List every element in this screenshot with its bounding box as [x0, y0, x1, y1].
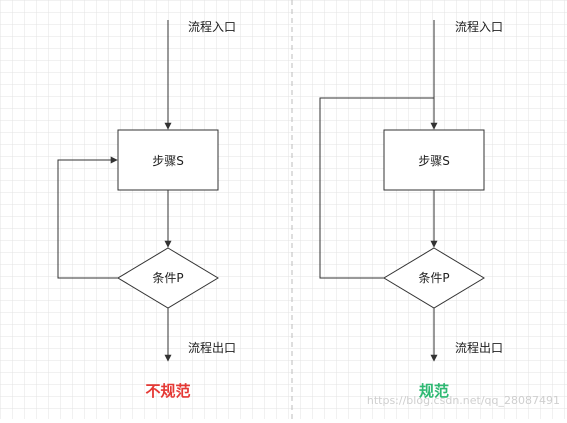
right-step-label: 步骤S	[418, 154, 450, 168]
right-loop-back-arrow	[319, 97, 434, 279]
left-entry-label: 流程入口	[188, 19, 236, 34]
watermark-text: https://blog.csdn.net/qq_28087491	[367, 394, 560, 407]
right-condition-label: 条件P	[418, 271, 449, 285]
left-condition-label: 条件P	[152, 271, 183, 285]
left-loop-back-arrow	[57, 156, 118, 279]
right-entry-label: 流程入口	[455, 19, 503, 34]
right-flowchart: 流程入口 步骤S 条件P 流程出口 规范	[319, 19, 503, 400]
right-exit-label: 流程出口	[455, 340, 503, 355]
left-step-box	[117, 129, 219, 191]
left-exit-label: 流程出口	[188, 340, 236, 355]
left-verdict: 不规范	[145, 382, 190, 400]
right-verdict: 规范	[419, 382, 449, 400]
right-step-box	[383, 129, 485, 191]
left-step-label: 步骤S	[152, 154, 184, 168]
left-flowchart: 流程入口 步骤S 条件P 流程出口 不规范	[57, 19, 236, 400]
